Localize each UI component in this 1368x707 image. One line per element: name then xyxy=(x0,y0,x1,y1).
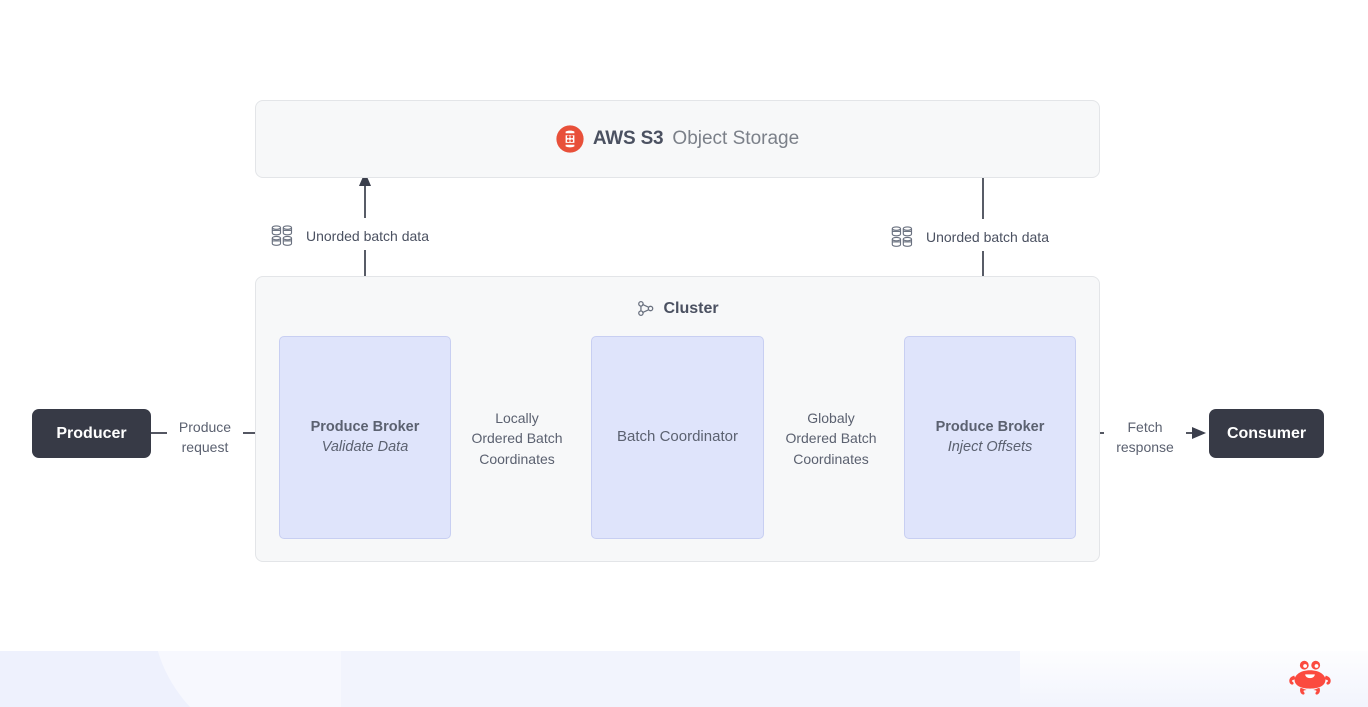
edge-label-unordered-batch-left: Unorded batch data xyxy=(269,222,431,250)
cluster-topology-icon xyxy=(638,301,654,316)
aws-s3-container: AWS S3 Object Storage xyxy=(255,100,1100,178)
node-title: Batch Coordinator xyxy=(617,428,738,446)
node-title: Produce Broker xyxy=(935,418,1045,435)
aws-s3-title: AWS S3 Object Storage xyxy=(556,125,799,153)
endpoint-producer-label: Producer xyxy=(56,424,127,442)
node-subtitle: Validate Data xyxy=(321,438,409,455)
node-batch-coordinator[interactable]: Batch Coordinator xyxy=(591,336,764,539)
node-produce-broker-validate[interactable]: Produce Broker Validate Data xyxy=(279,336,451,539)
node-subtitle: Inject Offsets xyxy=(947,438,1033,455)
band-decoration-center xyxy=(341,651,1020,707)
edge-label-fetch-response: Fetch response xyxy=(1104,417,1186,458)
node-produce-broker-inject[interactable]: Produce Broker Inject Offsets xyxy=(904,336,1076,539)
edge-label-globaly-ordered: Globaly Ordered Batch Coordinates xyxy=(776,408,886,469)
endpoint-producer[interactable]: Producer xyxy=(32,409,151,458)
cluster-label: Cluster xyxy=(663,299,719,317)
node-title: Produce Broker xyxy=(310,418,420,435)
aws-s3-subtitle: Object Storage xyxy=(672,128,800,149)
edge-label-text: Unorded batch data xyxy=(306,228,429,244)
aws-s3-name: AWS S3 xyxy=(592,128,664,149)
database-grid-icon xyxy=(891,226,913,247)
edge-label-locally-ordered: Locally Ordered Batch Coordinates xyxy=(462,408,572,469)
cluster-title: Cluster xyxy=(256,299,1099,318)
edge-label-produce-request: Produce request xyxy=(167,417,243,458)
aws-s3-icon xyxy=(556,125,584,153)
crab-logo xyxy=(1289,660,1331,695)
edge-label-unordered-batch-right: Unorded batch data xyxy=(889,223,1051,251)
database-grid-icon xyxy=(271,225,293,246)
footer-band xyxy=(0,651,1368,707)
band-decoration-left xyxy=(152,651,342,707)
edge-label-text: Unorded batch data xyxy=(926,229,1049,245)
endpoint-consumer[interactable]: Consumer xyxy=(1209,409,1324,458)
endpoint-consumer-label: Consumer xyxy=(1226,424,1307,442)
